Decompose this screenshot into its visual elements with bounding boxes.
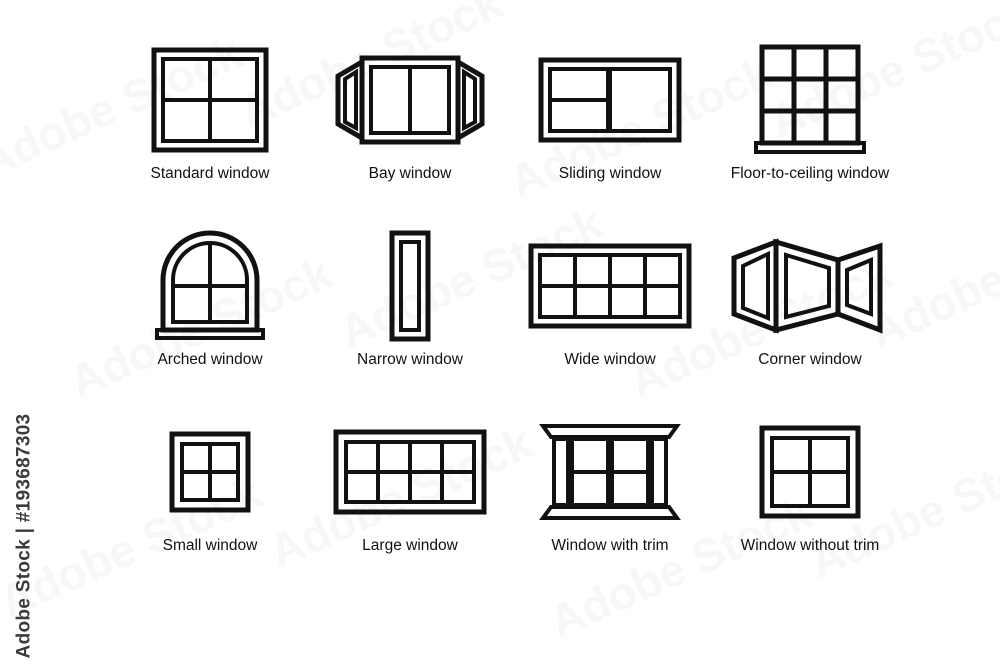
icon-cell-narrow-window[interactable]: Narrow window (310, 226, 510, 412)
icon-label-large-window: Large window (362, 537, 458, 554)
window-without-trim-icon (715, 412, 905, 532)
icon-cell-sliding-window[interactable]: Sliding window (510, 40, 710, 226)
bay-window-icon (315, 40, 505, 160)
window-type-icon-grid: Standard window Bay window (110, 40, 910, 600)
corner-window-icon (715, 226, 905, 346)
large-window-icon (315, 412, 505, 532)
icon-label-wide-window: Wide window (564, 351, 656, 368)
icon-cell-standard-window[interactable]: Standard window (110, 40, 310, 226)
icon-cell-window-without-trim[interactable]: Window without trim (710, 412, 910, 598)
icon-label-small-window: Small window (162, 537, 258, 554)
standard-window-icon (115, 40, 305, 160)
icon-label-window-without-trim: Window without trim (740, 537, 880, 554)
icon-cell-bay-window[interactable]: Bay window (310, 40, 510, 226)
arched-window-icon (115, 226, 305, 346)
small-window-icon (115, 412, 305, 532)
icon-label-arched-window: Arched window (157, 351, 263, 368)
icon-label-window-with-trim: Window with trim (551, 537, 669, 554)
icon-cell-arched-window[interactable]: Arched window (110, 226, 310, 412)
icon-cell-window-with-trim[interactable]: Window with trim (510, 412, 710, 598)
icon-cell-small-window[interactable]: Small window (110, 412, 310, 598)
icon-label-bay-window: Bay window (368, 165, 452, 182)
icon-cell-floor-to-ceiling-window[interactable]: Floor-to-ceiling window (710, 40, 910, 226)
icon-cell-large-window[interactable]: Large window (310, 412, 510, 598)
wide-window-icon (515, 226, 705, 346)
icon-label-standard-window: Standard window (150, 165, 270, 182)
icon-label-floor-to-ceiling-window: Floor-to-ceiling window (730, 165, 890, 182)
icon-cell-wide-window[interactable]: Wide window (510, 226, 710, 412)
watermark-stock-id: Adobe Stock | #193687303 (2, 0, 46, 667)
icon-cell-corner-window[interactable]: Corner window (710, 226, 910, 412)
floor-to-ceiling-window-icon (715, 40, 905, 160)
window-with-trim-icon (515, 412, 705, 532)
watermark-stock-id-text: Adobe Stock | #193687303 (13, 413, 34, 659)
sliding-window-icon (515, 40, 705, 160)
icon-label-narrow-window: Narrow window (357, 351, 463, 368)
narrow-window-icon (315, 226, 505, 346)
icon-label-corner-window: Corner window (758, 351, 862, 368)
icon-label-sliding-window: Sliding window (558, 165, 662, 182)
